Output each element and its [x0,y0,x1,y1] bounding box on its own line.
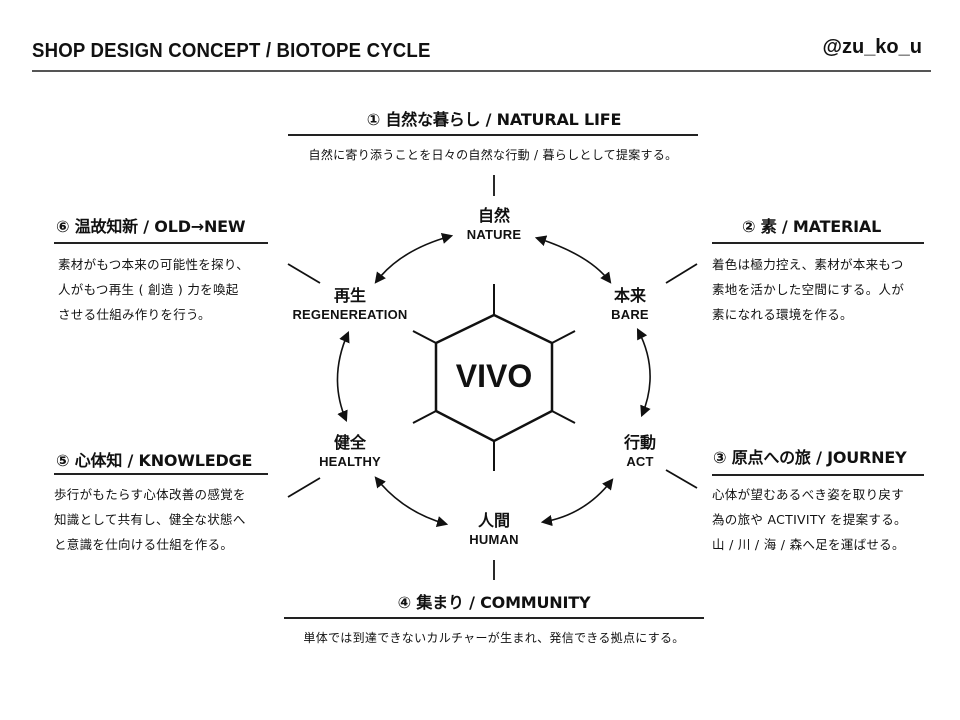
section-title-journey: ③ 原点への旅 / JOURNEY [713,448,907,467]
node-label-jp: 自然 [477,206,510,225]
node-label-en: NATURE [466,227,522,242]
section-title-knowledge: ⑤ 心体知 / KNOWLEDGE [56,451,253,470]
node-label-jp: 行動 [623,433,656,452]
node-bare: 本来 BARE [590,286,670,324]
node-label-jp: 健全 [333,433,366,452]
arrow-healthy-regeneration [336,330,350,423]
arrow-regeneration-nature [374,232,454,284]
node-label-en: ACT [626,454,654,469]
arrow-act-human [540,478,614,527]
page-title: SHOP DESIGN CONCEPT / BIOTOPE CYCLE [32,40,431,62]
section-rule [284,617,704,619]
node-label-jp: 本来 [613,286,646,305]
section-title-natural-life: ① 自然な暮らし / NATURAL LIFE [366,110,622,129]
node-healthy: 健全 HEALTHY [305,433,395,471]
node-label-jp: 人間 [477,511,510,530]
cycle-arrows [336,232,651,527]
section-body-material: 着色は極力控え、素材が本来もつ 素地を活かした空間にする。人が 素になれる環境を… [712,257,905,322]
node-label-en: HUMAN [469,532,519,547]
section-title-material: ② 素 / MATERIAL [742,217,882,236]
header-divider [32,70,931,72]
section-body-old-new: 素材がもつ本来の可能性を探り、 人がもつ再生 ( 創造 ) 力を喚起 させる仕組… [58,257,250,322]
hexagon-spokes [412,284,576,471]
section-rule [712,242,924,244]
section-rule [288,134,698,136]
section-body-journey: 心体が望むあるべき姿を取り戻す 為の旅や ACTIVITY を提案する。 山 /… [712,487,907,552]
node-label-en: HEALTHY [319,454,381,469]
node-act: 行動 ACT [600,433,680,471]
section-rule [54,242,268,244]
section-body-natural-life: 自然に寄り添うことを日々の自然な行動 / 暮らしとして提案する。 [308,148,678,162]
arrow-bare-act [636,328,651,418]
section-rule [712,474,924,476]
arrow-human-healthy [374,476,449,527]
section-body-community: 単体では到達できないカルチャーが生まれ、発信できる拠点にする。 [303,631,685,645]
section-title-community: ④ 集まり / COMMUNITY [397,593,591,612]
node-nature: 自然 NATURE [444,206,544,244]
node-regeneration: 再生 REGENEREATION [280,286,420,324]
center-label: VIVO [455,358,533,394]
node-label-en: REGENEREATION [292,307,408,322]
node-label-en: BARE [611,307,649,322]
section-body-knowledge: 歩行がもたらす心体改善の感覚を 知識として共有し、健全な状態へ と意識を仕向ける… [54,487,246,552]
section-rule [54,473,268,475]
node-label-jp: 再生 [333,286,366,305]
arrow-nature-bare [534,235,612,284]
connector-lines [287,175,698,580]
author-handle: @zu_ko_u [822,36,922,58]
section-title-old-new: ⑥ 温故知新 / OLD→NEW [56,217,246,236]
node-human: 人間 HUMAN [444,511,544,549]
